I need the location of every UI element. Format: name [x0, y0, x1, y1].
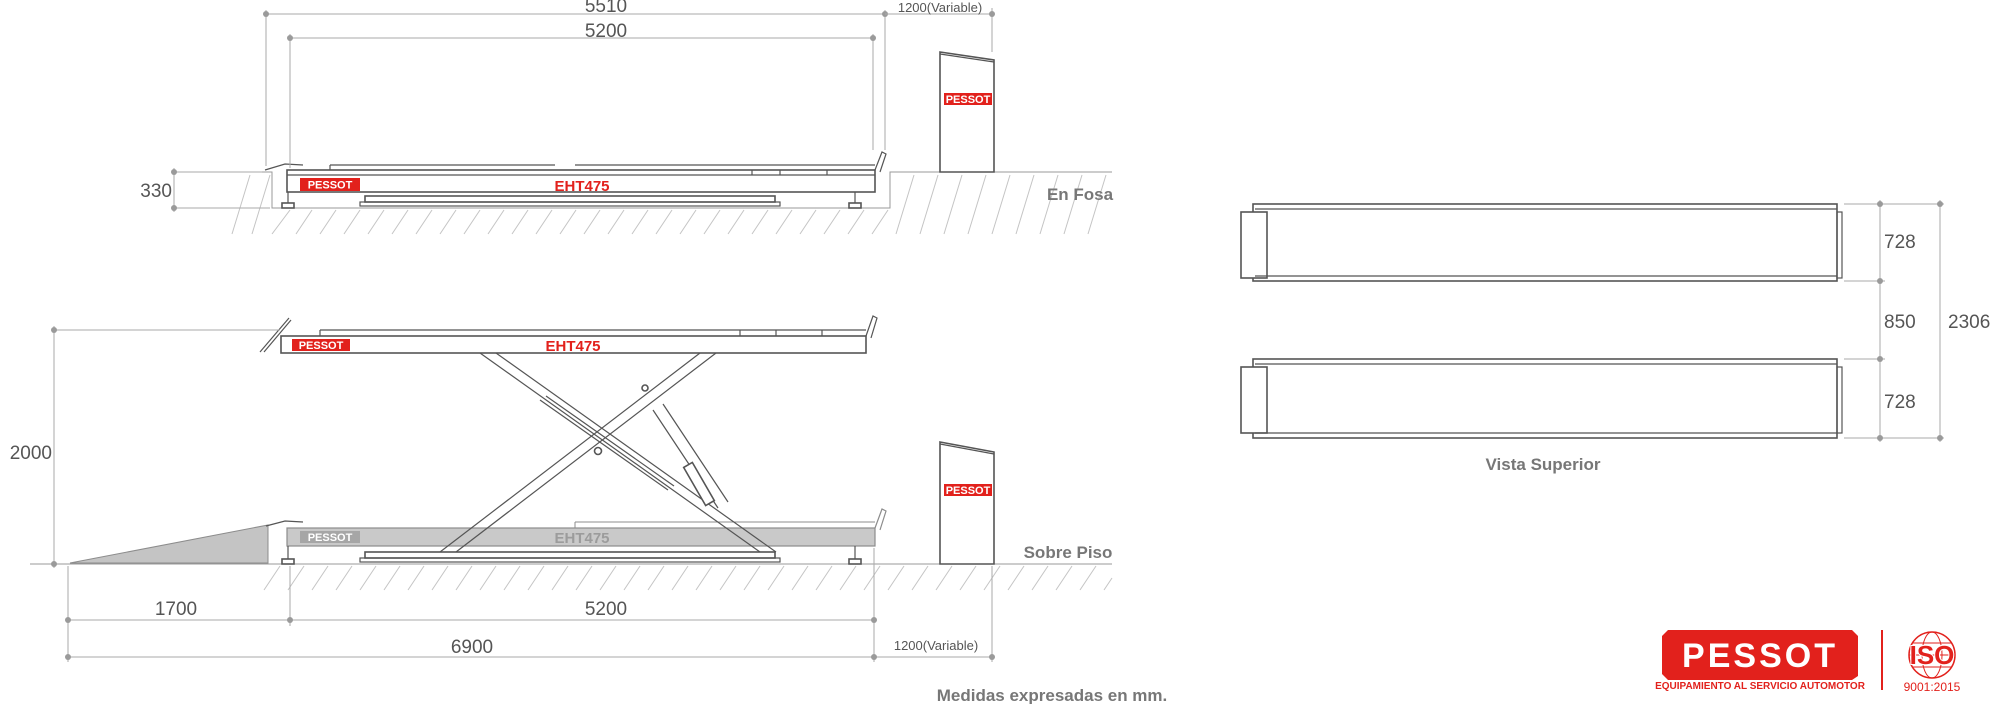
pit-dimensions: 5510 5200 1200(Variable) 330: [140, 0, 995, 212]
floor-console-plate: [944, 484, 992, 496]
top-view: 728 850 728 2306 Vista Superior: [1240, 200, 1990, 474]
floor-view-caption: Sobre Piso: [1024, 543, 1113, 562]
pit-view-caption: En Fosa: [1047, 185, 1114, 204]
iso-number: 9001:2015: [1904, 680, 1961, 694]
pessot-logo-badge: [1662, 630, 1858, 680]
floor-view: PESSOT EHT475: [10, 315, 1113, 662]
top-dim-gap: 850: [1884, 312, 1916, 333]
top-dim-runway-1: 728: [1884, 232, 1916, 253]
pit-hatching: [231, 174, 1107, 235]
floor-console-brand: PESSOT: [946, 485, 991, 497]
floor-dim-height: 2000: [10, 443, 52, 464]
iso-certification: ISO 9001:2015: [1904, 631, 1961, 694]
pit-model-label: EHT475: [554, 178, 609, 195]
floor-dimensions: 2000 1700 5200 6900 1200(Variable): [10, 326, 995, 662]
pit-console: PESSOT: [939, 51, 995, 173]
floor-dim-platform: 5200: [585, 599, 627, 620]
floor-brand-label: PESSOT: [299, 340, 344, 352]
globe-icon: [1908, 631, 1956, 679]
pit-ground-line: [222, 171, 1112, 209]
pit-dim-console: 1200(Variable): [898, 0, 982, 15]
pit-brand-plate: [300, 178, 360, 191]
floor-lowered-brand: PESSOT: [308, 532, 353, 544]
top-runway-lower: [1240, 358, 1843, 439]
pessot-logo: PESSOT EQUIPAMIENTO AL SERVICIO AUTOMOTO…: [1655, 630, 1883, 692]
pit-dim-total: 5510: [585, 0, 627, 17]
floor-lowered-platform: PESSOT EHT475: [265, 508, 887, 547]
pessot-logo-tagline: EQUIPAMIENTO AL SERVICIO AUTOMOTOR: [1655, 681, 1866, 692]
floor-dim-console: 1200(Variable): [894, 638, 978, 653]
floor-console: PESSOT: [939, 441, 995, 565]
top-dim-runway-2: 728: [1884, 392, 1916, 413]
top-view-caption: Vista Superior: [1486, 455, 1601, 474]
floor-model-label: EHT475: [545, 338, 600, 355]
pessot-logo-wordmark: PESSOT: [1682, 637, 1838, 675]
floor-ramp: [69, 524, 269, 564]
floor-raised-lift: PESSOT EHT475: [259, 315, 878, 355]
top-dim-total: 2306: [1948, 312, 1990, 333]
pit-console-brand: PESSOT: [946, 94, 991, 106]
iso-mark: ISO: [1910, 640, 1955, 670]
floor-hatching: [263, 565, 1113, 591]
pit-console-plate: [944, 93, 992, 105]
floor-dim-ramp: 1700: [155, 599, 197, 620]
floor-brand-plate: [292, 339, 350, 351]
pit-view: PESSOT EHT475 PESSOT 5510 5200: [140, 0, 1114, 235]
pit-lift: PESSOT EHT475: [264, 151, 887, 209]
pit-brand-label: PESSOT: [308, 180, 353, 192]
pit-dim-depth: 330: [140, 181, 172, 202]
top-runway-upper: [1240, 203, 1843, 282]
floor-base-frame: [281, 546, 862, 565]
floor-dim-total: 6900: [451, 637, 493, 658]
floor-scissor-mechanism: [439, 352, 777, 553]
pit-dim-platform: 5200: [585, 21, 627, 42]
floor-lowered-model: EHT475: [554, 530, 609, 547]
units-note: Medidas expresadas en mm.: [937, 686, 1168, 704]
top-dimensions: 728 850 728 2306: [1844, 200, 1990, 442]
